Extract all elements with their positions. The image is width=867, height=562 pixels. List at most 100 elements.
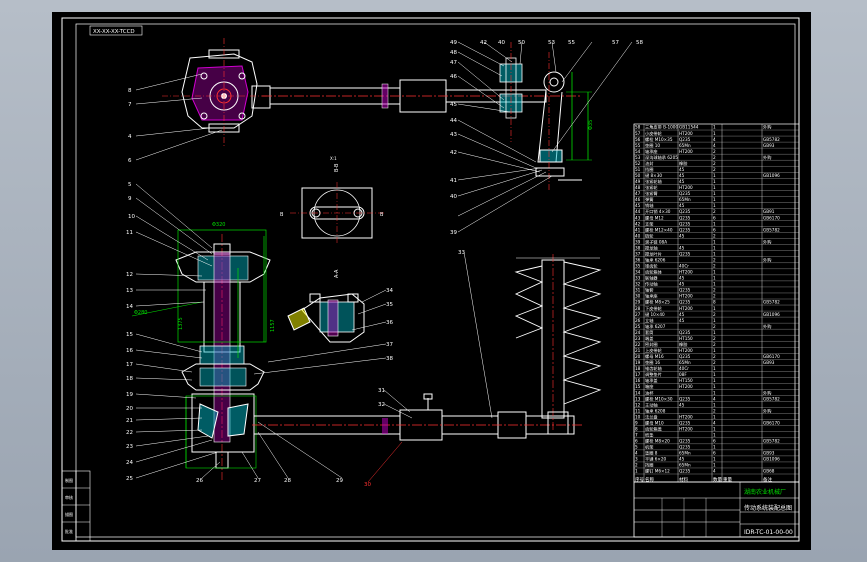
bom-cell: 15: [635, 384, 641, 389]
bom-cell: 螺栓 M10×30: [645, 395, 673, 402]
bom-cell: HT150: [679, 336, 693, 341]
bom-cell: GB5782: [763, 439, 780, 444]
left-strip-label: 审核: [65, 494, 73, 500]
bom-cell: 1: [713, 318, 716, 323]
bom-cell: 滚子链 08A: [645, 238, 667, 245]
bom-cell: 29: [635, 300, 641, 305]
bom-cell: 5: [635, 445, 638, 450]
bom-cell: 35: [635, 264, 641, 269]
bom-cell: 19: [635, 360, 641, 365]
bom-cell: 2: [713, 312, 716, 317]
part-label: 26: [196, 478, 203, 484]
bom-cell: 44: [635, 209, 641, 214]
bom-cell: 套筒: [645, 329, 653, 336]
part-label: 55: [568, 40, 575, 46]
part-label: 50: [518, 40, 525, 46]
bom-cell: GB5782: [763, 227, 780, 232]
gear-detail-a: A-A: [287, 269, 365, 343]
bom-cell: 45: [679, 233, 685, 238]
bom-cell: 橡胶: [679, 341, 687, 348]
drawing-canvas[interactable]: XX-XX-XX-TCCD 制图 审核 描图 批准: [52, 12, 811, 550]
dim-mid-height: 1157: [270, 319, 276, 332]
bom-cell: 6: [713, 215, 716, 220]
bom-cell: Q235: [679, 396, 691, 401]
bom-cell: 螺母 M10: [645, 419, 664, 426]
bom-cell: 45: [679, 312, 685, 317]
bom-cell: Q235: [679, 330, 691, 335]
bom-cell: Q235: [679, 288, 691, 293]
bom-cell: 42: [635, 221, 641, 226]
part-label: 33: [458, 250, 465, 256]
part-label: 23: [126, 444, 133, 450]
bom-header-cell: 备注: [763, 476, 772, 483]
bom-cell: 1: [713, 432, 716, 437]
bom-cell: 2: [713, 149, 716, 154]
bom-cell: 16: [635, 378, 641, 383]
bom-cell: 8: [713, 300, 716, 305]
bom-cell: 1: [713, 378, 716, 383]
bom-cell: 21: [635, 348, 641, 353]
bom-cell: 45: [679, 203, 685, 208]
bom-cell: 键 10×40: [645, 311, 665, 318]
part-label: 28: [284, 478, 291, 484]
part-label: 38: [386, 356, 393, 362]
bom-cell: 外购: [763, 154, 771, 161]
bom-cell: 纸垫: [645, 431, 654, 438]
part-label: 22: [126, 430, 133, 436]
bom-cell: 6: [713, 439, 716, 444]
bom-cell: 45: [679, 179, 685, 184]
bom-cell: 张紧轮: [645, 184, 658, 191]
bom-cell: 1: [635, 469, 638, 474]
bom-cell: 外购: [763, 389, 771, 396]
vertical-shaft-assembly: Φ320 1157 1375 Φ280: [131, 222, 276, 482]
bom-cell: HT200: [679, 270, 693, 275]
bom-cell: 4: [713, 420, 716, 425]
section-b-scale: X:1: [330, 156, 337, 161]
bom-cell: 2: [713, 155, 716, 160]
bom-cell: 38: [635, 245, 641, 250]
bom-cell: 2: [713, 354, 716, 359]
bom-cell: 45: [679, 276, 685, 281]
bom-cell: 下皮带轮: [645, 305, 663, 312]
part-label: 30: [364, 482, 371, 488]
bom-cell: 54: [635, 149, 641, 154]
bom-cell: 开口销 4×30: [645, 208, 671, 215]
bom-cell: 端盖: [645, 335, 653, 342]
bom-cell: 33: [635, 276, 641, 281]
bom-cell: 螺栓 M8×25: [645, 299, 670, 306]
bom-cell: 垫圈 10: [645, 142, 660, 149]
bom-cell: 1: [713, 185, 716, 190]
bom-cell: GB6170: [763, 420, 780, 425]
part-label: 48: [450, 50, 457, 56]
bom-cell: 轴承座: [645, 148, 658, 155]
bom-cell: HT200: [679, 384, 693, 389]
part-label: 10: [128, 214, 135, 220]
bom-cell: 1: [713, 173, 716, 178]
bom-cell: 1: [713, 463, 716, 468]
bom-cell: 12: [635, 402, 641, 407]
part-label: 20: [126, 406, 133, 412]
auger-assembly: [514, 254, 602, 435]
bom-cell: Q235: [679, 469, 691, 474]
bom-cell: Q235: [679, 221, 691, 226]
bom-cell: 4: [713, 137, 716, 142]
bom-cell: 58: [635, 125, 641, 130]
bom-cell: 1: [713, 306, 716, 311]
bom-cell: GB6170: [763, 354, 780, 359]
bom-cell: 45: [679, 167, 685, 172]
bom-cell: 箱座: [645, 383, 653, 390]
bom-cell: 10: [635, 414, 641, 419]
part-label: 44: [450, 118, 457, 124]
bom-cell: 2: [713, 324, 716, 329]
bom-cell: 1: [713, 426, 716, 431]
bom-cell: 螺栓 M10×35: [645, 136, 673, 143]
bom-cell: 螺栓 M12×40: [645, 226, 673, 233]
bom-cell: 1: [713, 282, 716, 287]
bom-cell: 28: [635, 306, 641, 311]
bom-cell: 6: [713, 227, 716, 232]
bom-cell: 法兰盘: [645, 413, 658, 420]
bom-cell: 08F: [679, 372, 687, 377]
bom-cell: 1: [713, 191, 716, 196]
dim-mid-width: Φ280: [134, 310, 147, 316]
